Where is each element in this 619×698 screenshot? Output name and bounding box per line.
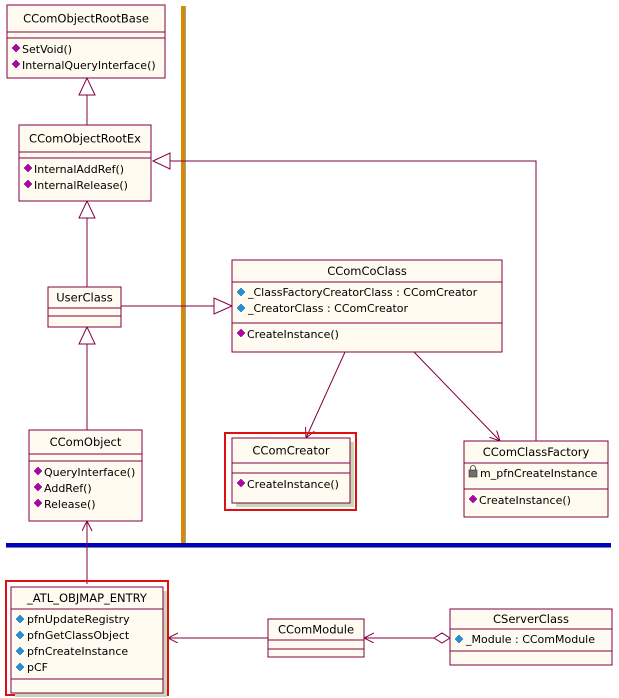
class-name: CComModule (278, 623, 354, 637)
operation-icon (23, 163, 33, 173)
attribute-label: pfnCreateInstance (27, 645, 128, 658)
operation-icon (33, 498, 43, 508)
class-box (267, 618, 365, 658)
class-box (47, 286, 122, 328)
generalization-arrowhead (78, 199, 96, 219)
generalization-arrowhead (78, 76, 96, 96)
generalization-classfactory-to-rootex (170, 160, 537, 445)
operation-label: QueryInterface() (44, 466, 135, 479)
private-attribute-lock-icon (468, 465, 478, 478)
attribute-icon (236, 287, 246, 297)
class-ccom-co-class[interactable]: CComCoClass _ClassFactoryCreatorClass : C… (231, 259, 503, 353)
class-box (449, 608, 613, 666)
class-box (10, 586, 164, 694)
operation-icon (33, 482, 43, 492)
class-user-class[interactable]: UserClass (47, 286, 122, 328)
operation-label: CreateInstance() (247, 328, 339, 341)
generalization-arrowhead (151, 152, 171, 170)
attribute-label: _Module : CComModule (465, 633, 595, 646)
horizontal-separator (6, 543, 611, 547)
operation-icon (11, 59, 21, 69)
attribute-icon (15, 630, 25, 640)
class-box (463, 440, 609, 518)
class-name: CComObject (50, 435, 122, 449)
generalization-arrowhead (213, 297, 234, 315)
operation-label: Release() (44, 498, 96, 511)
operation-label: InternalAddRef() (34, 163, 124, 176)
class-name: CComCoClass (327, 264, 407, 278)
class-ccom-module[interactable]: CComModule (267, 618, 365, 658)
vertical-separator (181, 6, 185, 545)
class-name: CServerClass (493, 612, 569, 626)
aggregation-diamond (433, 632, 451, 644)
class-box (231, 437, 351, 504)
dependency-ccomcoclass-to-classfactory (413, 351, 500, 441)
attribute-icon (15, 646, 25, 656)
attribute-label: pfnGetClassObject (27, 629, 130, 642)
attribute-label: m_pfnCreateInstance (480, 467, 598, 480)
operation-label: InternalQueryInterface() (22, 59, 156, 72)
dependency-ccomcoclass-to-ccomcreator (306, 351, 346, 438)
operation-icon (23, 179, 33, 189)
operation-label: SetVoid() (22, 43, 72, 56)
operation-label: AddRef() (44, 482, 92, 495)
operation-icon (11, 43, 21, 53)
class-box (18, 124, 152, 202)
attribute-icon (236, 303, 246, 313)
operation-label: CreateInstance() (247, 478, 339, 491)
class-name: UserClass (56, 291, 112, 305)
class-box (6, 4, 166, 79)
class-name: CComClassFactory (483, 445, 590, 459)
highlight-frame-ccomcreator (224, 432, 357, 511)
attribute-icon (15, 614, 25, 624)
class-name: CComObjectRootEx (29, 132, 141, 146)
class-atl-objmap-entry[interactable]: _ATL_OBJMAP_ENTRY pfnUpdateRegistry pfnGet… (10, 586, 167, 697)
class-ccom-class-factory[interactable]: CComClassFactory m_pfnCreateInstanceCreat… (463, 440, 609, 518)
horizontal-separator-shadow (6, 547, 611, 548)
class-box (28, 429, 143, 522)
class-box (231, 259, 503, 353)
operation-label: CreateInstance() (479, 494, 571, 507)
operation-icon (236, 328, 246, 338)
operation-icon (468, 494, 478, 504)
attribute-label: pCF (27, 661, 48, 674)
operation-icon (236, 478, 246, 488)
class-name: CComObjectRootBase (23, 12, 149, 26)
attribute-icon (454, 634, 464, 644)
relationships (78, 76, 537, 644)
operation-icon (33, 466, 43, 476)
vertical-separator-shadow (185, 6, 186, 545)
operation-label: InternalRelease() (34, 179, 128, 192)
generalization-arrowhead (78, 325, 96, 345)
attribute-icon (15, 662, 25, 672)
class-name: CComCreator (252, 444, 329, 458)
attribute-label: pfnUpdateRegistry (27, 613, 130, 626)
class-cserver-class[interactable]: CServerClass _Module : CComModule (449, 608, 613, 666)
attribute-label: _ClassFactoryCreatorClass : CComCreator (247, 286, 478, 299)
class-name: _ATL_OBJMAP_ENTRY (26, 591, 148, 605)
attribute-label: _CreatorClass : CComCreator (247, 302, 408, 315)
